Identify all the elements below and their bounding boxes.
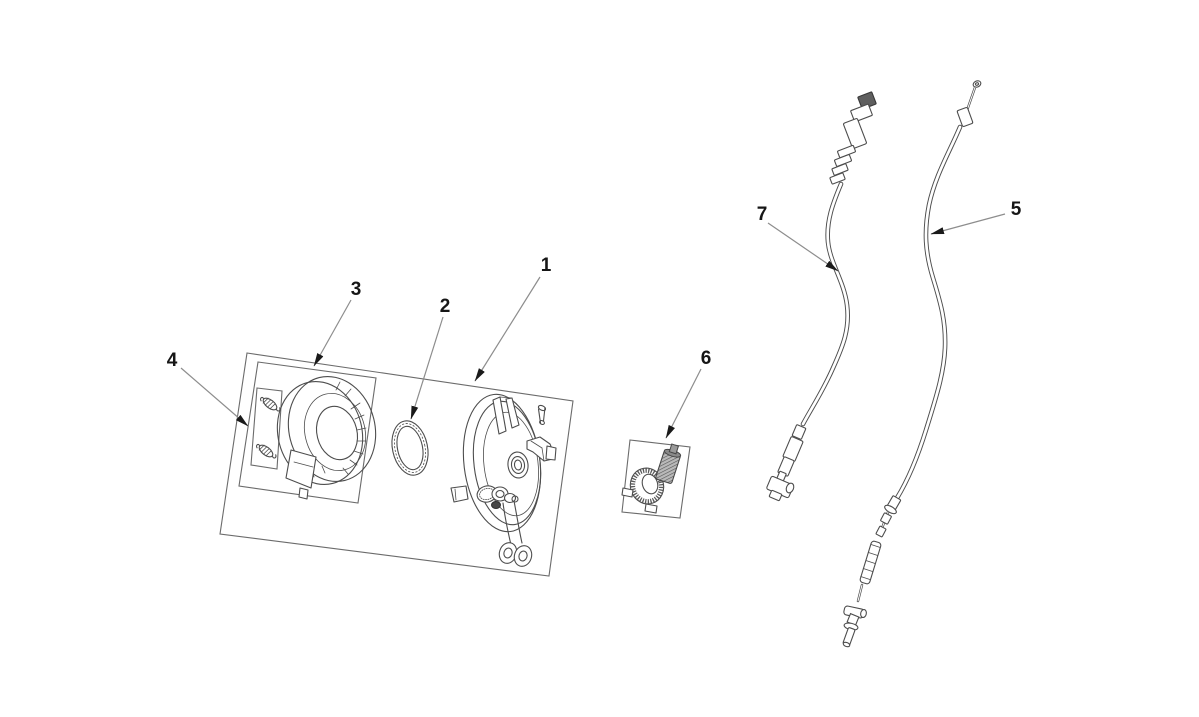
callout-3-number: 3 bbox=[351, 279, 362, 300]
cable-spring bbox=[859, 540, 882, 585]
callout-1-number: 1 bbox=[541, 255, 552, 276]
callout-4: 4 bbox=[167, 350, 249, 427]
speedometer-drive-gear-drawing bbox=[621, 439, 691, 519]
main-assembly-box bbox=[219, 352, 574, 577]
spring-icon bbox=[256, 443, 277, 459]
rear-brake-cable-drawing bbox=[842, 80, 982, 648]
worm-drum bbox=[655, 443, 682, 484]
callout-3: 3 bbox=[313, 279, 362, 367]
callout-5: 5 bbox=[930, 199, 1022, 235]
trunnion-fitting bbox=[842, 605, 867, 648]
seal-ring-drawing bbox=[391, 420, 429, 476]
brake-shoe-set-drawing bbox=[276, 375, 377, 500]
speedometer-cable-drawing bbox=[766, 91, 877, 502]
callout-6: 6 bbox=[665, 348, 712, 439]
callout-4-number: 4 bbox=[167, 350, 178, 371]
callout-2-number: 2 bbox=[440, 296, 451, 317]
brake-panel-assembly-drawing bbox=[450, 393, 557, 567]
spring-icon bbox=[260, 396, 281, 412]
callout-6-number: 6 bbox=[701, 348, 712, 369]
callout-7: 7 bbox=[757, 204, 839, 272]
callout-7-number: 7 bbox=[757, 204, 768, 225]
brake-shoe-springs-drawing bbox=[250, 387, 283, 470]
callouts: 1 2 3 4 5 6 7 bbox=[167, 199, 1022, 439]
callout-2: 2 bbox=[410, 296, 451, 420]
bolt-icon bbox=[537, 404, 547, 425]
callout-5-number: 5 bbox=[1011, 199, 1022, 220]
brake-shoe-box bbox=[238, 361, 377, 504]
callout-1: 1 bbox=[474, 255, 552, 382]
